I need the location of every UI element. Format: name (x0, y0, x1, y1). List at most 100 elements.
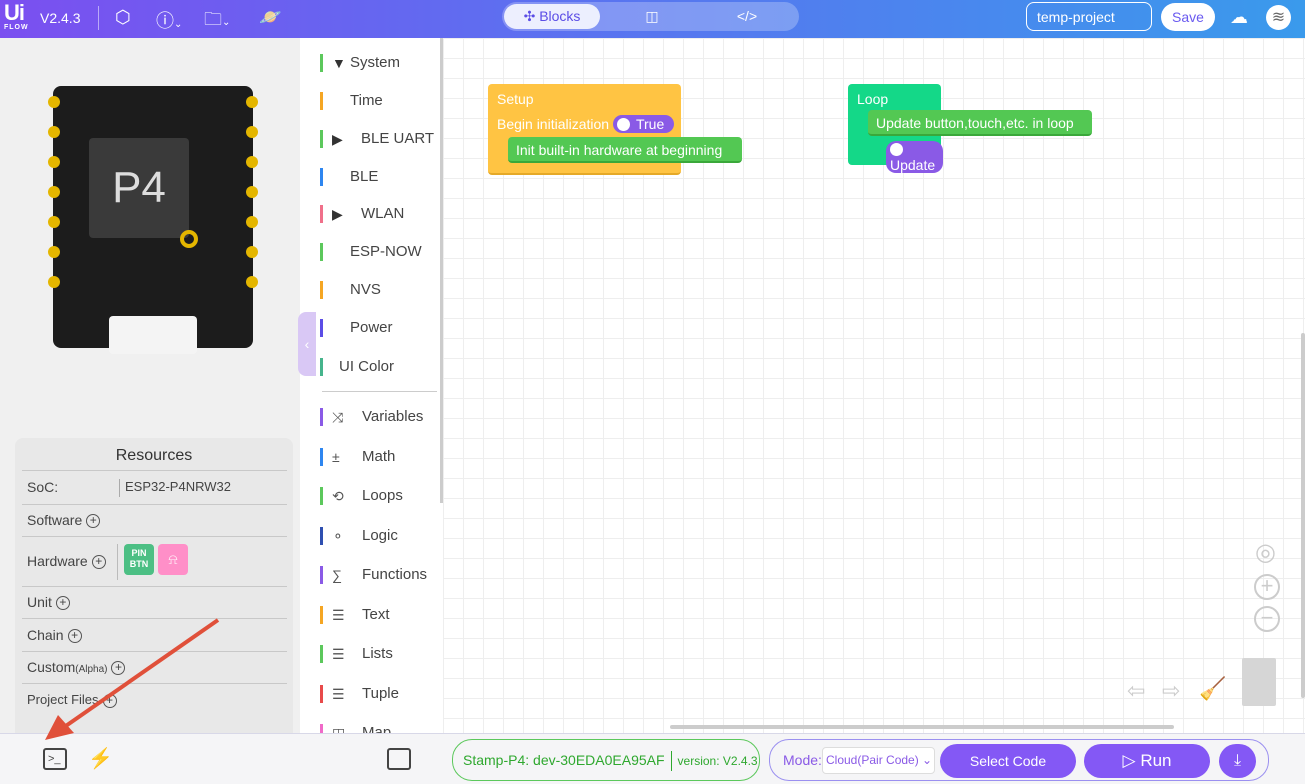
category-icon: ⟲ (332, 488, 344, 504)
resources-panel: Resources SoC:ESP32-P4NRW32 Software+ Ha… (15, 438, 293, 746)
category-icon: ± (332, 449, 340, 465)
alarm-light-icon[interactable]: ⍾ (158, 544, 188, 575)
tab-split-view[interactable]: ◫ (612, 4, 692, 29)
toolbox-divider (322, 391, 437, 392)
block-canvas[interactable]: Setup Begin initialization True Init bui… (443, 38, 1305, 733)
category-color-bar (320, 527, 323, 545)
terminal-icon[interactable]: >_ (43, 748, 67, 770)
category-label: Tuple (362, 685, 399, 702)
loop-title: Loop (857, 91, 889, 107)
add-icon[interactable]: + (55, 596, 70, 611)
device-id: Stamp-P4: dev-30EDA0EA95AF (463, 752, 665, 768)
zoom-in-icon[interactable]: + (1254, 574, 1280, 600)
category-label: Time (350, 92, 383, 109)
custom-label: Custom (27, 659, 76, 675)
mode-select[interactable]: Cloud(Pair Code) ⌄ (822, 747, 935, 774)
project-name-input[interactable] (1026, 2, 1152, 31)
hardware-row[interactable]: Hardware+ PIN BTN ⍾ (22, 536, 287, 586)
chip-label: P4 (89, 138, 189, 238)
save-button[interactable]: Save (1161, 3, 1215, 31)
redo-icon[interactable]: ⇨ (1162, 678, 1181, 703)
add-icon[interactable]: + (91, 555, 106, 570)
category-icon: ∑ (332, 567, 342, 583)
cloud-upload-icon[interactable]: ☁ (1230, 7, 1248, 27)
divider (98, 6, 99, 30)
custom-row[interactable]: Custom(Alpha)+ (22, 651, 287, 683)
expand-arrow-icon: ▶ (332, 131, 343, 147)
init-hardware-block[interactable]: Init built-in hardware at beginning (508, 137, 742, 163)
category-label: BLE UART (361, 130, 435, 147)
category-label: Text (362, 606, 390, 623)
toolbox-scrollbar[interactable] (440, 38, 443, 503)
resources-title: Resources (115, 447, 193, 464)
user-avatar[interactable]: ≋ (1266, 5, 1291, 30)
category-label: Lists (362, 645, 393, 662)
add-icon[interactable]: + (111, 661, 126, 676)
horizontal-scrollbar[interactable] (670, 725, 1174, 729)
category-icon: ☰ (332, 607, 345, 623)
vertical-scrollbar[interactable] (1301, 333, 1305, 698)
unit-row[interactable]: Unit+ (22, 586, 287, 618)
category-label: System (350, 54, 401, 71)
device-status: Stamp-P4: dev-30EDA0EA95AF version: V2.4.… (452, 739, 760, 781)
add-icon[interactable]: + (67, 629, 82, 644)
category-label: NVS (350, 281, 381, 298)
category-label: Loops (362, 487, 403, 504)
category-color-bar (320, 243, 323, 261)
category-color-bar (320, 685, 323, 703)
category-label: Power (350, 319, 393, 336)
true-toggle[interactable]: True (612, 115, 675, 133)
device-board-image: P4 (48, 86, 258, 354)
category-label: Math (362, 448, 396, 465)
pin-button-badge[interactable]: PIN BTN (124, 544, 154, 575)
soc-row: SoC:ESP32-P4NRW32 (22, 470, 287, 504)
split-view-icon: ◫ (645, 8, 659, 24)
device-screen-icon[interactable] (387, 748, 411, 770)
undo-icon[interactable]: ⇦ (1127, 678, 1146, 703)
select-code-button[interactable]: Select Code (940, 744, 1076, 778)
category-icon: ⚬ (332, 528, 344, 544)
soc-label: SoC: (27, 479, 59, 495)
tab-code[interactable]: </> (707, 4, 787, 29)
setup-title: Setup (497, 91, 534, 107)
update-loop-block[interactable]: Update button,touch,etc. in loop (868, 110, 1092, 136)
project-files-row[interactable]: Project Files+ (22, 683, 287, 715)
software-row[interactable]: Software+ (22, 504, 287, 536)
device-panel: P4 Resources SoC:ESP32-P4NRW32 Software+… (0, 38, 300, 746)
category-label: Functions (362, 566, 428, 583)
firmware-version: version: V2.4.3 (677, 754, 758, 768)
update-toggle[interactable]: Update (886, 141, 944, 173)
download-to-device-icon[interactable]: ⤓ (1219, 744, 1256, 778)
mode-label: Mode: (783, 752, 822, 768)
collapse-panel-button[interactable]: ‹ (298, 312, 316, 376)
help-icon[interactable]: ⓘ⌄ (156, 11, 183, 31)
alpha-tag: (Alpha) (75, 664, 108, 675)
folder-icon[interactable]: 🗀⌄ (204, 9, 231, 29)
category-color-bar (320, 358, 323, 376)
settings-hex-icon[interactable]: ⬡ (115, 7, 131, 27)
category-color-bar (320, 168, 323, 186)
flash-firmware-icon[interactable]: ⚡ (88, 748, 113, 770)
tab-blocks[interactable]: ✣ Blocks (504, 4, 600, 29)
chain-row[interactable]: Chain+ (22, 618, 287, 651)
expand-arrow-icon: ▶ (332, 206, 343, 222)
add-icon[interactable]: + (86, 514, 101, 529)
annotation-arrow (45, 618, 220, 740)
category-icon: ⤨ (332, 409, 344, 425)
loop-block[interactable]: Loop Update (848, 84, 944, 173)
project-files-label: Project Files (27, 692, 99, 707)
version-label: V2.4.3 (40, 10, 81, 26)
category-icon: ◫ (332, 725, 346, 733)
trash-icon[interactable] (1242, 658, 1276, 706)
zoom-out-icon[interactable]: − (1254, 606, 1280, 632)
run-button[interactable]: ▷ Run (1084, 744, 1210, 778)
view-tabs: ✣ Blocks ◫ </> (502, 2, 799, 31)
category-label: BLE (350, 168, 379, 185)
software-label: Software (27, 512, 83, 528)
planet-icon[interactable]: 🪐 (259, 7, 282, 27)
recenter-icon[interactable]: ◎ (1255, 539, 1276, 566)
category-label: Variables (362, 408, 424, 425)
clean-up-icon[interactable]: 🧹 (1199, 676, 1227, 701)
